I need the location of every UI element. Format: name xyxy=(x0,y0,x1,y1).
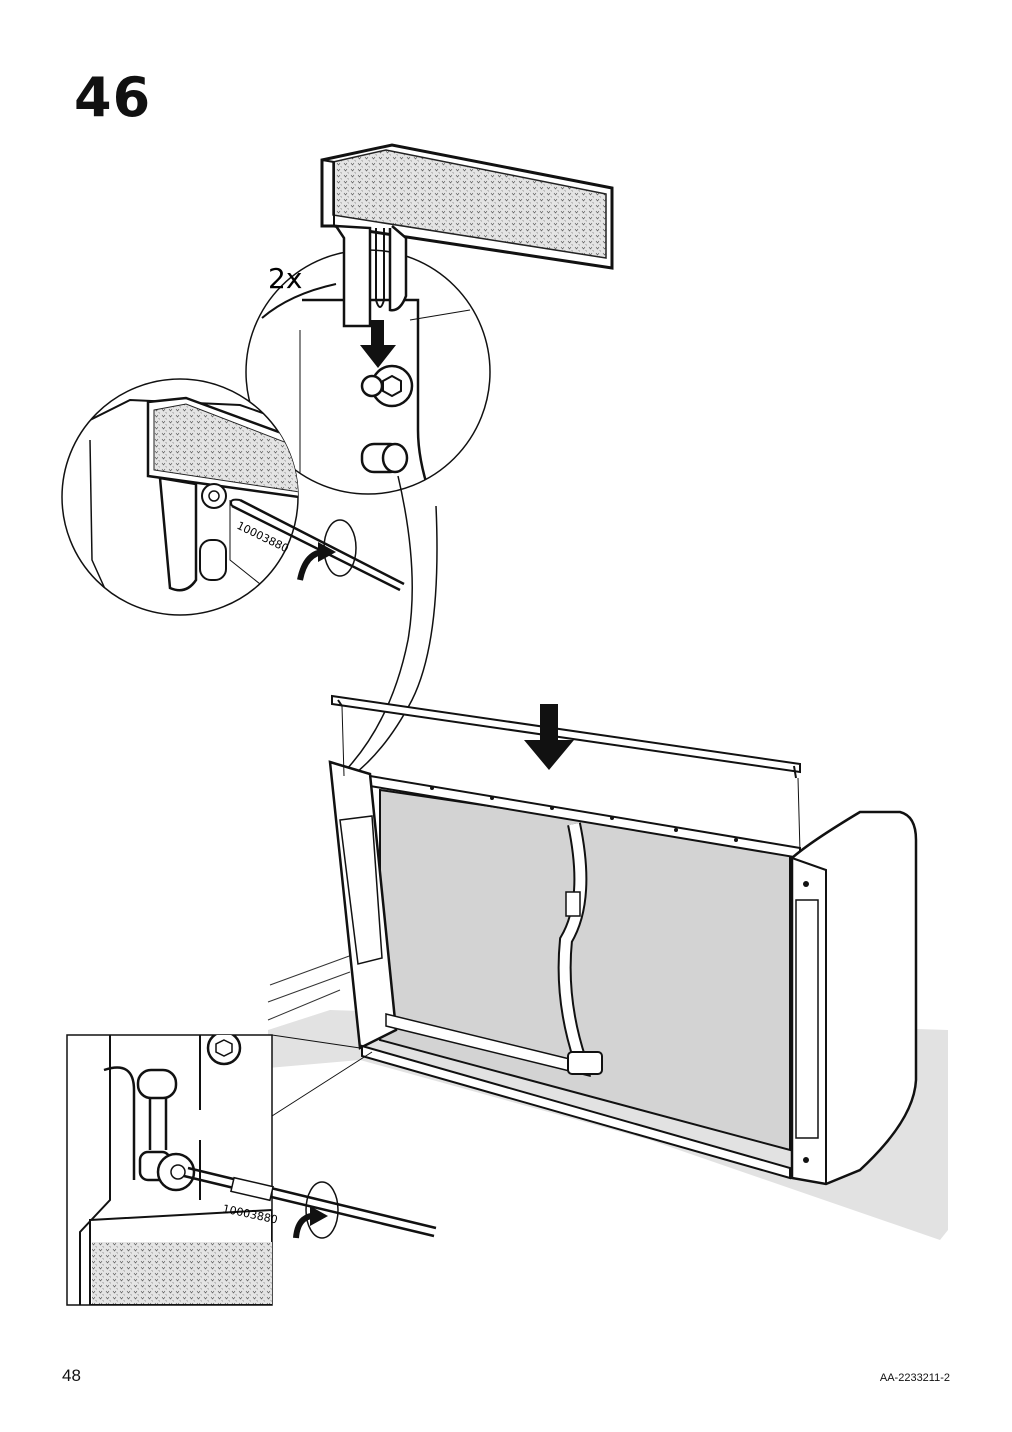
sofa-frame xyxy=(267,694,948,1240)
document-code: AA-2233211-2 xyxy=(879,1372,950,1384)
rotate-clockwise-icon xyxy=(297,519,357,581)
hex-bolt-icon xyxy=(360,364,414,408)
down-arrow-icon xyxy=(524,704,574,770)
page-number: 48 xyxy=(62,1366,81,1385)
dowel-pin xyxy=(360,442,409,474)
rotate-clockwise-icon xyxy=(293,1181,339,1239)
detail-circle-upper: 2x xyxy=(245,224,491,495)
down-arrow-icon xyxy=(360,320,396,368)
allen-key-icon xyxy=(231,498,405,592)
step-number: 46 xyxy=(74,66,152,129)
backrest-rail-top xyxy=(320,143,614,270)
detail-box-lower: 10003880 xyxy=(66,1034,437,1306)
detail-circle-left: 10003880 xyxy=(61,378,405,616)
quantity-label: 2x xyxy=(268,262,302,295)
